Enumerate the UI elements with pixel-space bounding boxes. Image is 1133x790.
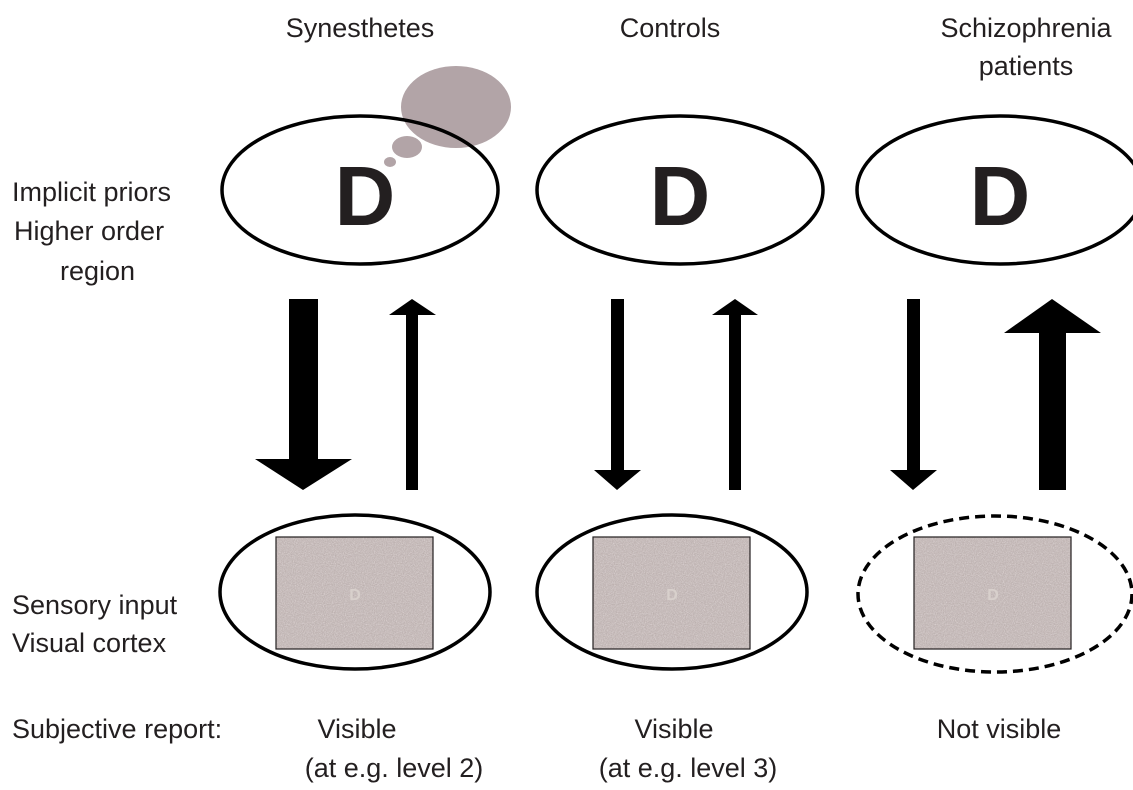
column-title-controls: Controls	[620, 13, 721, 43]
prior-letter-synesthetes: D	[335, 149, 396, 243]
row-label-region: region	[60, 256, 135, 286]
column-title-schizophrenia-line2: patients	[979, 51, 1074, 81]
higher-order-ellipse-controls	[535, 114, 825, 266]
noise-stimulus-controls: D	[592, 536, 751, 650]
faint-letter-synesthetes: D	[349, 587, 361, 604]
bottom-up-arrow-synesthetes	[389, 299, 436, 490]
column-title-synesthetes: Synesthetes	[286, 13, 435, 43]
bottom-up-arrow-schizophrenia	[1004, 299, 1101, 490]
report-synesthetes-line2: (at e.g. level 2)	[305, 753, 484, 783]
row-label-visual-cortex: Visual cortex	[12, 628, 167, 658]
report-schizophrenia-line1: Not visible	[937, 714, 1062, 744]
row-label-higher-order: Higher order	[14, 216, 164, 246]
higher-order-ellipse-synesthetes	[220, 114, 500, 266]
row-label-sensory-input: Sensory input	[12, 590, 178, 620]
noise-stimulus-schizophrenia: D	[913, 536, 1072, 650]
top-down-arrow-synesthetes	[255, 299, 352, 490]
prior-letter-schizophrenia: D	[970, 149, 1031, 243]
column-title-schizophrenia: Schizophrenia	[940, 13, 1112, 43]
report-controls-line1: Visible	[634, 714, 713, 744]
sensory-ellipse-synesthetes	[218, 513, 492, 671]
faint-letter-controls: D	[666, 587, 678, 604]
report-synesthetes-line1: Visible	[317, 714, 396, 744]
prior-letter-controls: D	[650, 149, 711, 243]
bottom-up-arrow-controls	[712, 299, 758, 490]
faint-letter-schizophrenia: D	[987, 587, 999, 604]
top-down-arrow-schizophrenia	[890, 299, 937, 490]
top-down-arrow-controls	[594, 299, 641, 490]
sensory-ellipse-schizophrenia-dashed	[856, 514, 1133, 674]
row-label-subjective-report: Subjective report:	[12, 714, 222, 744]
report-controls-line2: (at e.g. level 3)	[599, 753, 778, 783]
sensory-ellipse-controls	[535, 513, 809, 671]
noise-stimulus-synesthetes: D	[275, 536, 434, 650]
row-label-implicit-priors: Implicit priors	[12, 177, 171, 207]
thought-bubble-icon	[384, 66, 511, 167]
higher-order-ellipse-schizophrenia	[855, 114, 1133, 266]
